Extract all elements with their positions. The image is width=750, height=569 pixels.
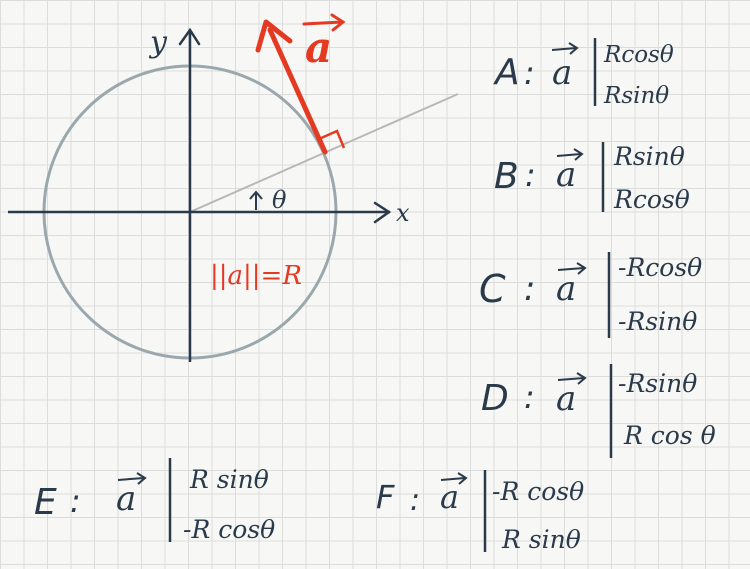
option-a-letter: A (493, 52, 520, 93)
option-c: C : a -Rcosθ -Rsinθ (479, 252, 702, 338)
option-b-vec: a (556, 155, 576, 195)
option-a-line1: Rcosθ (603, 42, 674, 68)
option-d-letter: D (481, 378, 509, 419)
option-b-vec-arrow-icon (556, 148, 584, 161)
option-f-line1: -R cosθ (492, 477, 584, 506)
option-f-line2: R sinθ (501, 525, 581, 554)
option-e-line1: R sinθ (189, 465, 269, 494)
option-e: E : a R sinθ -R cosθ (34, 458, 275, 544)
option-e-letter: E (34, 482, 57, 523)
option-c-letter: C (479, 267, 506, 311)
angle-label: θ (272, 186, 287, 214)
option-a-line2: Rsinθ (603, 83, 669, 109)
option-d-vec-arrow-icon (557, 372, 587, 385)
option-e-sep: : (70, 482, 81, 520)
option-b-line1: Rsinθ (613, 142, 685, 171)
vector-a-label: a (305, 23, 332, 72)
option-b-letter: B (494, 156, 519, 197)
option-d-vec: a (556, 379, 576, 419)
y-axis-arrowhead (178, 27, 201, 46)
option-f-vec-arrow-icon (440, 472, 468, 485)
option-a: A : a Rcosθ Rsinθ (493, 38, 674, 109)
x-axis-label: x (396, 199, 410, 227)
option-a-vec-arrow-icon (551, 42, 579, 55)
option-c-line2: -Rsinθ (618, 307, 697, 336)
angle-arrowhead (249, 190, 263, 200)
option-b-line2: Rcosθ (613, 185, 690, 214)
option-c-line1: -Rcosθ (618, 253, 702, 282)
option-c-vec: a (556, 269, 576, 309)
option-d-line1: -Rsinθ (618, 369, 697, 398)
option-f: F : a -R cosθ R sinθ (376, 470, 584, 554)
option-a-vec: a (552, 53, 572, 93)
option-e-vec: a (116, 479, 136, 519)
option-c-sep: : (524, 269, 535, 309)
vector-a (267, 27, 328, 155)
vector-a-arrowhead (255, 19, 293, 53)
option-d-line2: R cos θ (623, 421, 716, 450)
option-b-sep: : (525, 156, 536, 194)
option-e-vec-arrow-icon (117, 472, 147, 485)
option-a-sep: : (524, 54, 535, 92)
x-axis-arrowhead (373, 201, 392, 224)
right-angle-marker (318, 129, 346, 149)
option-f-vec: a (440, 478, 459, 516)
option-f-letter: F (376, 478, 395, 516)
option-d-sep: : (524, 378, 535, 416)
option-c-vec-arrow-icon (557, 262, 587, 275)
y-axis-label: y (148, 25, 168, 60)
option-d: D : a -Rsinθ R cos θ (481, 364, 716, 458)
option-e-line2: -R cosθ (183, 515, 275, 544)
option-f-sep: : (410, 483, 420, 518)
vector-a-label-arrow (302, 13, 346, 32)
norm-label: ||a||=R (210, 261, 302, 291)
option-b: B : a Rsinθ Rcosθ (494, 142, 690, 214)
